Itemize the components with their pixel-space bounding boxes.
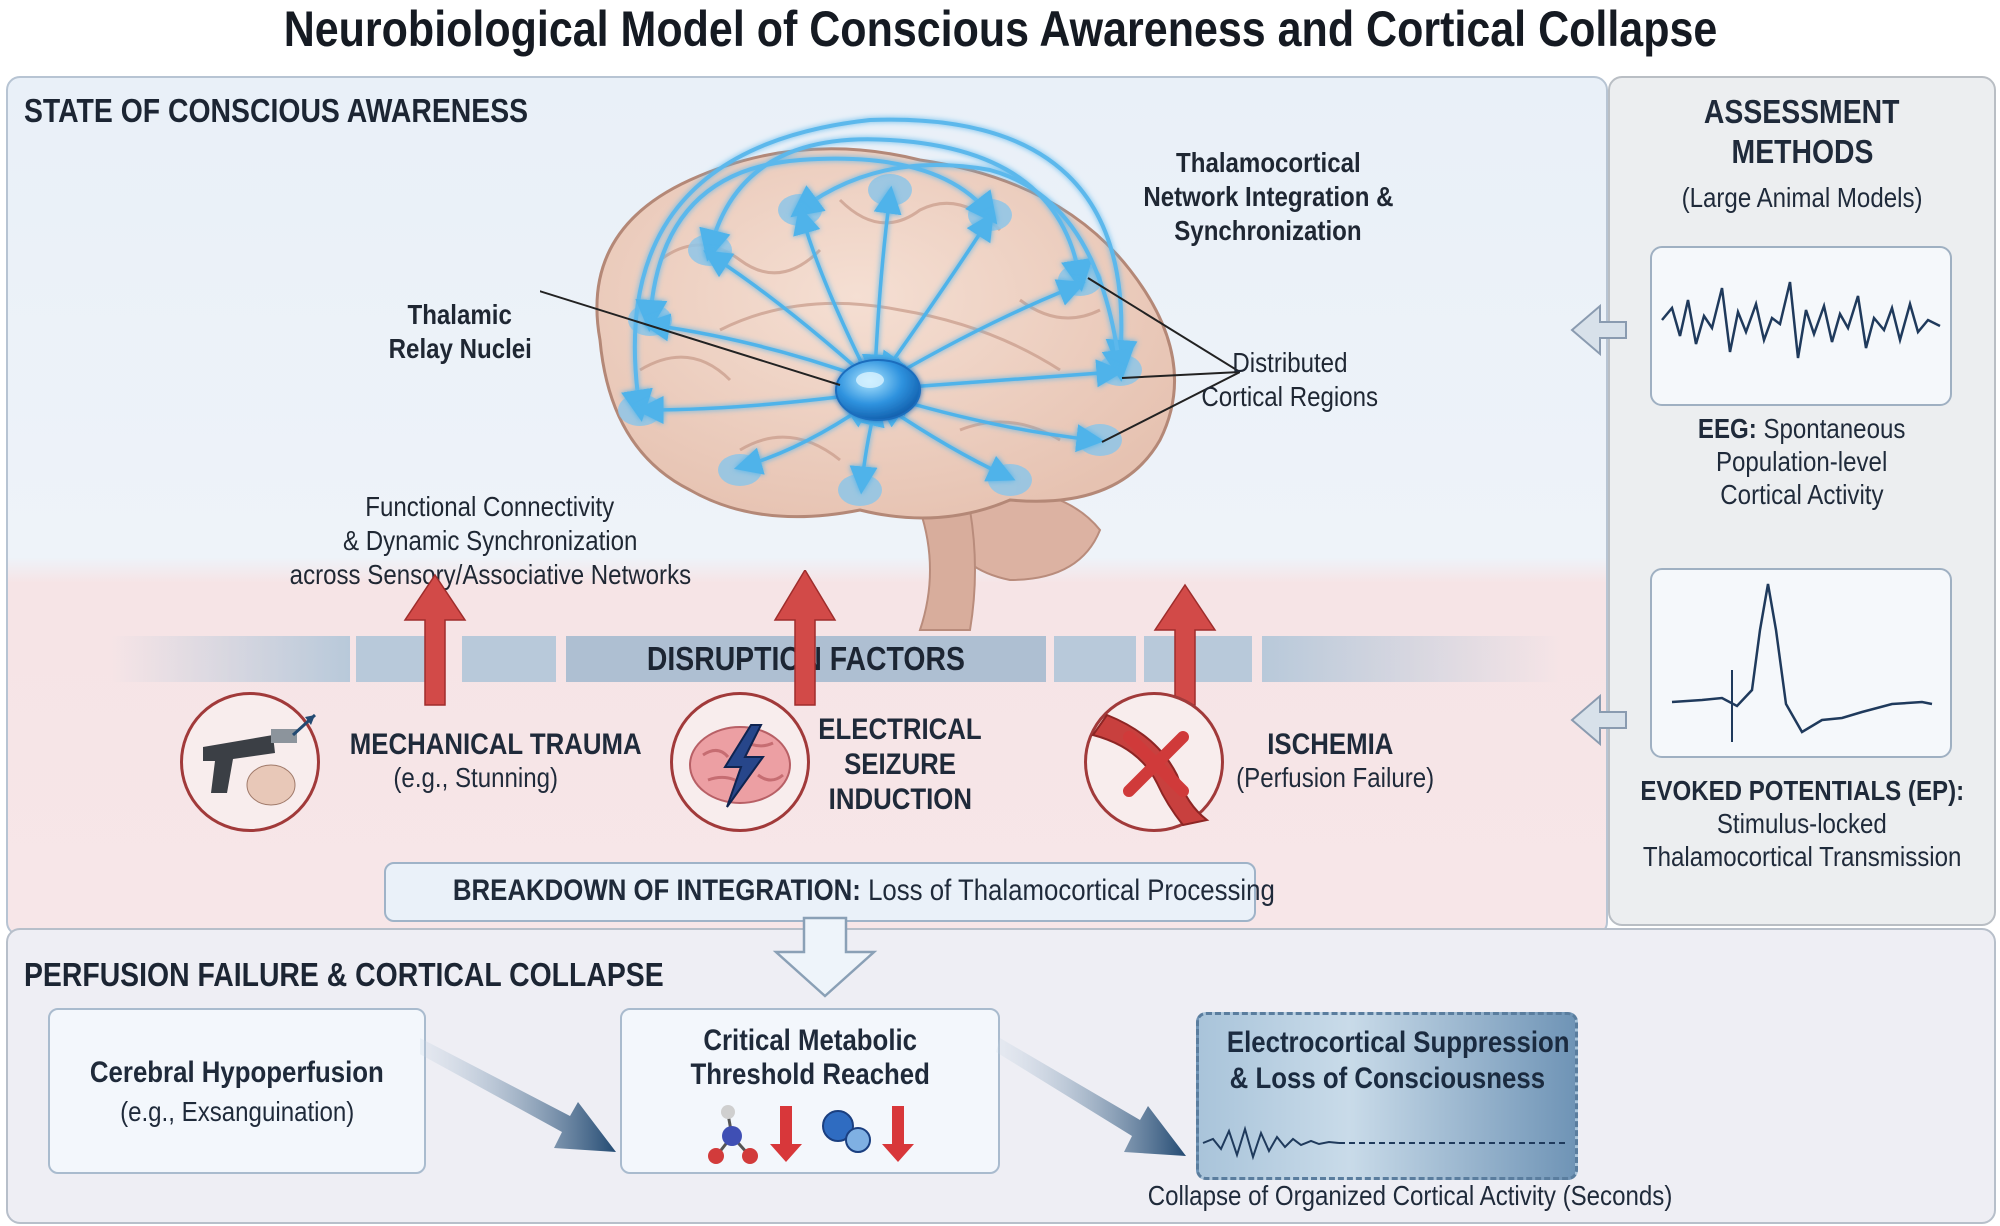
disruption-bar-segment xyxy=(1144,636,1252,682)
awareness-heading: STATE OF CONSCIOUS AWARENESS xyxy=(24,92,529,129)
assessment-subheading: (Large Animal Models) xyxy=(1681,182,1923,213)
captive-bolt-gun-icon xyxy=(180,692,320,832)
up-arrow-seizure xyxy=(773,570,837,706)
ep-wave-box xyxy=(1650,568,1952,758)
ischemia-label: ISCHEMIA (Perfusion Failure) xyxy=(1236,728,1435,793)
eeg-wave-box xyxy=(1650,246,1952,406)
disruption-bar-segment xyxy=(462,636,556,682)
electrical-seizure-label: ELECTRICAL SEIZURE INDUCTION xyxy=(818,713,982,816)
assessment-arrows xyxy=(1570,303,1627,747)
hypoperfusion-box: Cerebral Hypoperfusion (e.g., Exsanguina… xyxy=(48,1008,426,1174)
suppression-title: Electrocortical Suppression & Loss of Co… xyxy=(1226,1026,1570,1095)
breakdown-text: Loss of Thalamocortical Processing xyxy=(868,874,1275,907)
eeg-description: EEG: Spontaneous Population-level Cortic… xyxy=(1698,413,1906,510)
thalamic-relay-label: Thalamic Relay Nuclei xyxy=(388,299,532,364)
disruption-bar-segment xyxy=(1262,636,1562,682)
glucose-oxygen-icons xyxy=(708,1105,914,1164)
down-arrow xyxy=(772,916,878,998)
assessment-heading: ASSESSMENT METHODS xyxy=(1704,93,1900,170)
network-integration-label: Thalamocortical Network Integration & Sy… xyxy=(1142,147,1394,246)
brain-lightning-icon xyxy=(670,692,810,832)
molecule-carbon-icon xyxy=(722,1126,742,1146)
functional-connectivity-label: Functional Connectivity & Dynamic Synchr… xyxy=(289,491,691,590)
blocked-vessel-icon xyxy=(1084,692,1224,832)
disruption-bar-segment xyxy=(1054,636,1136,682)
threshold-box: Critical Metabolic Threshold Reached xyxy=(620,1008,1000,1174)
page-title: Neurobiological Model of Conscious Aware… xyxy=(283,1,1717,57)
eeg-label: EEG: xyxy=(1698,413,1758,444)
flow-arrow-hypoperfusion xyxy=(420,1038,616,1152)
hypoperfusion-sub: (e.g., Exsanguination) xyxy=(119,1096,355,1127)
breakdown-bold: BREAKDOWN OF INTEGRATION: xyxy=(452,874,861,907)
distributed-cortical-label: Distributed Cortical Regions xyxy=(1201,347,1379,412)
mechanical-trauma-label: MECHANICAL TRAUMA (e.g., Stunning) xyxy=(349,728,642,793)
upward-arrows xyxy=(403,570,1217,706)
down-arrow-oxygen xyxy=(882,1106,914,1162)
assessment-panel xyxy=(1608,76,1996,926)
up-arrow-trauma xyxy=(403,573,467,706)
eeg-text: Spontaneous xyxy=(1763,413,1906,444)
breakdown-box: BREAKDOWN OF INTEGRATION: Loss of Thalam… xyxy=(384,862,1275,922)
ep-trace xyxy=(1671,583,1933,742)
flow-arrow-threshold xyxy=(996,1038,1186,1156)
threshold-title: Critical Metabolic Threshold Reached xyxy=(690,1024,930,1091)
disruption-bar-segment xyxy=(110,636,350,682)
left-arrow-eeg xyxy=(1570,303,1627,357)
ep-description: EVOKED POTENTIALS (EP): Stimulus-locked … xyxy=(1640,775,1964,872)
up-arrow-ischemia xyxy=(1153,583,1217,706)
eeg-trace xyxy=(1661,281,1941,359)
suppression-trace xyxy=(1202,1125,1569,1161)
collapse-footer: Collapse of Organized Cortical Activity … xyxy=(1147,1180,1673,1211)
oxygen-icon xyxy=(822,1110,854,1142)
brain-network-illustration xyxy=(540,117,1240,631)
suppression-box: Electrocortical Suppression & Loss of Co… xyxy=(1196,1012,1578,1180)
collapse-heading: PERFUSION FAILURE & CORTICAL COLLAPSE xyxy=(24,956,664,993)
flow-arrows xyxy=(420,1038,1186,1156)
down-arrow-glucose xyxy=(770,1106,802,1162)
hypoperfusion-title: Cerebral Hypoperfusion xyxy=(90,1056,384,1089)
left-arrow-ep xyxy=(1570,693,1627,747)
